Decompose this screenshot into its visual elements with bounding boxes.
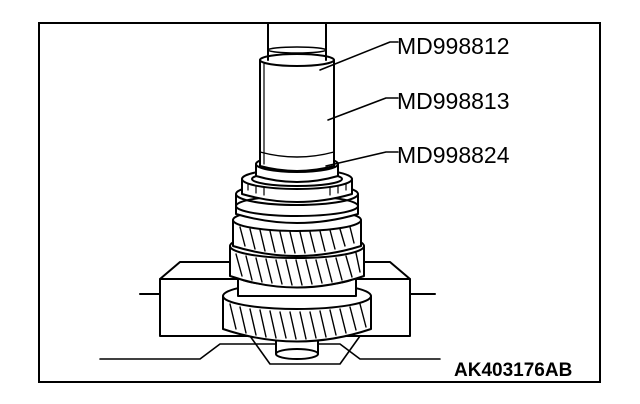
gear-press-illustration <box>99 24 441 365</box>
illustration-frame: MD998812 MD998813 MD998824 AK403176AB <box>38 22 601 383</box>
leader-lines <box>319 41 399 167</box>
press-tooling <box>255 24 339 183</box>
label-md998812: MD998812 <box>397 33 510 59</box>
label-md998824: MD998824 <box>397 142 510 168</box>
gear-stack <box>222 168 372 343</box>
figure-id: AK403176AB <box>454 360 573 381</box>
label-md998813: MD998813 <box>397 88 510 114</box>
